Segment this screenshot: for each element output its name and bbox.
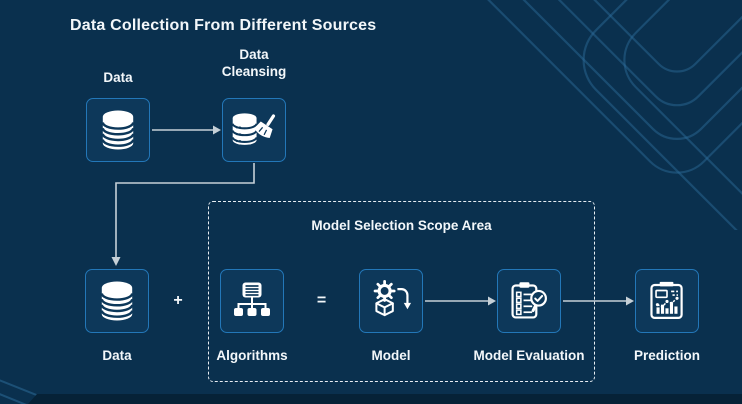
hierarchy-icon	[234, 282, 270, 316]
database-icon	[100, 281, 134, 321]
gear-cube-arrow-icon	[373, 280, 412, 317]
node-label-data-result: Data	[102, 348, 132, 363]
node-data-cleansing	[222, 98, 286, 162]
node-prediction	[635, 269, 699, 333]
database-icon	[101, 110, 135, 150]
footer-strip-decoration	[28, 394, 742, 404]
node-model	[359, 269, 423, 333]
corner-pattern-decoration	[458, 0, 742, 230]
database-broom-icon	[231, 113, 276, 145]
equals-operator: =	[316, 292, 327, 309]
node-model-evaluation	[497, 269, 561, 333]
scope-box-label: Model Selection Scope Area	[311, 218, 492, 233]
model-selection-scope-box: Model Selection Scope Area	[208, 201, 595, 382]
node-data-source	[86, 98, 150, 162]
report-chart-icon	[650, 281, 683, 319]
page-title: Data Collection From Different Sources	[70, 17, 377, 34]
node-label-data-cleansing: Data Cleansing	[221, 47, 287, 79]
node-data-result	[85, 269, 149, 333]
plus-operator: +	[173, 292, 183, 309]
node-label-data-source: Data	[103, 70, 133, 85]
node-label-prediction: Prediction	[633, 348, 700, 363]
checklist-magnifier-icon	[511, 282, 547, 319]
node-algorithms	[220, 269, 284, 333]
node-label-model-evaluation: Model Evaluation	[473, 348, 585, 363]
node-label-algorithms: Algorithms	[216, 348, 288, 363]
node-label-model: Model	[371, 348, 411, 363]
